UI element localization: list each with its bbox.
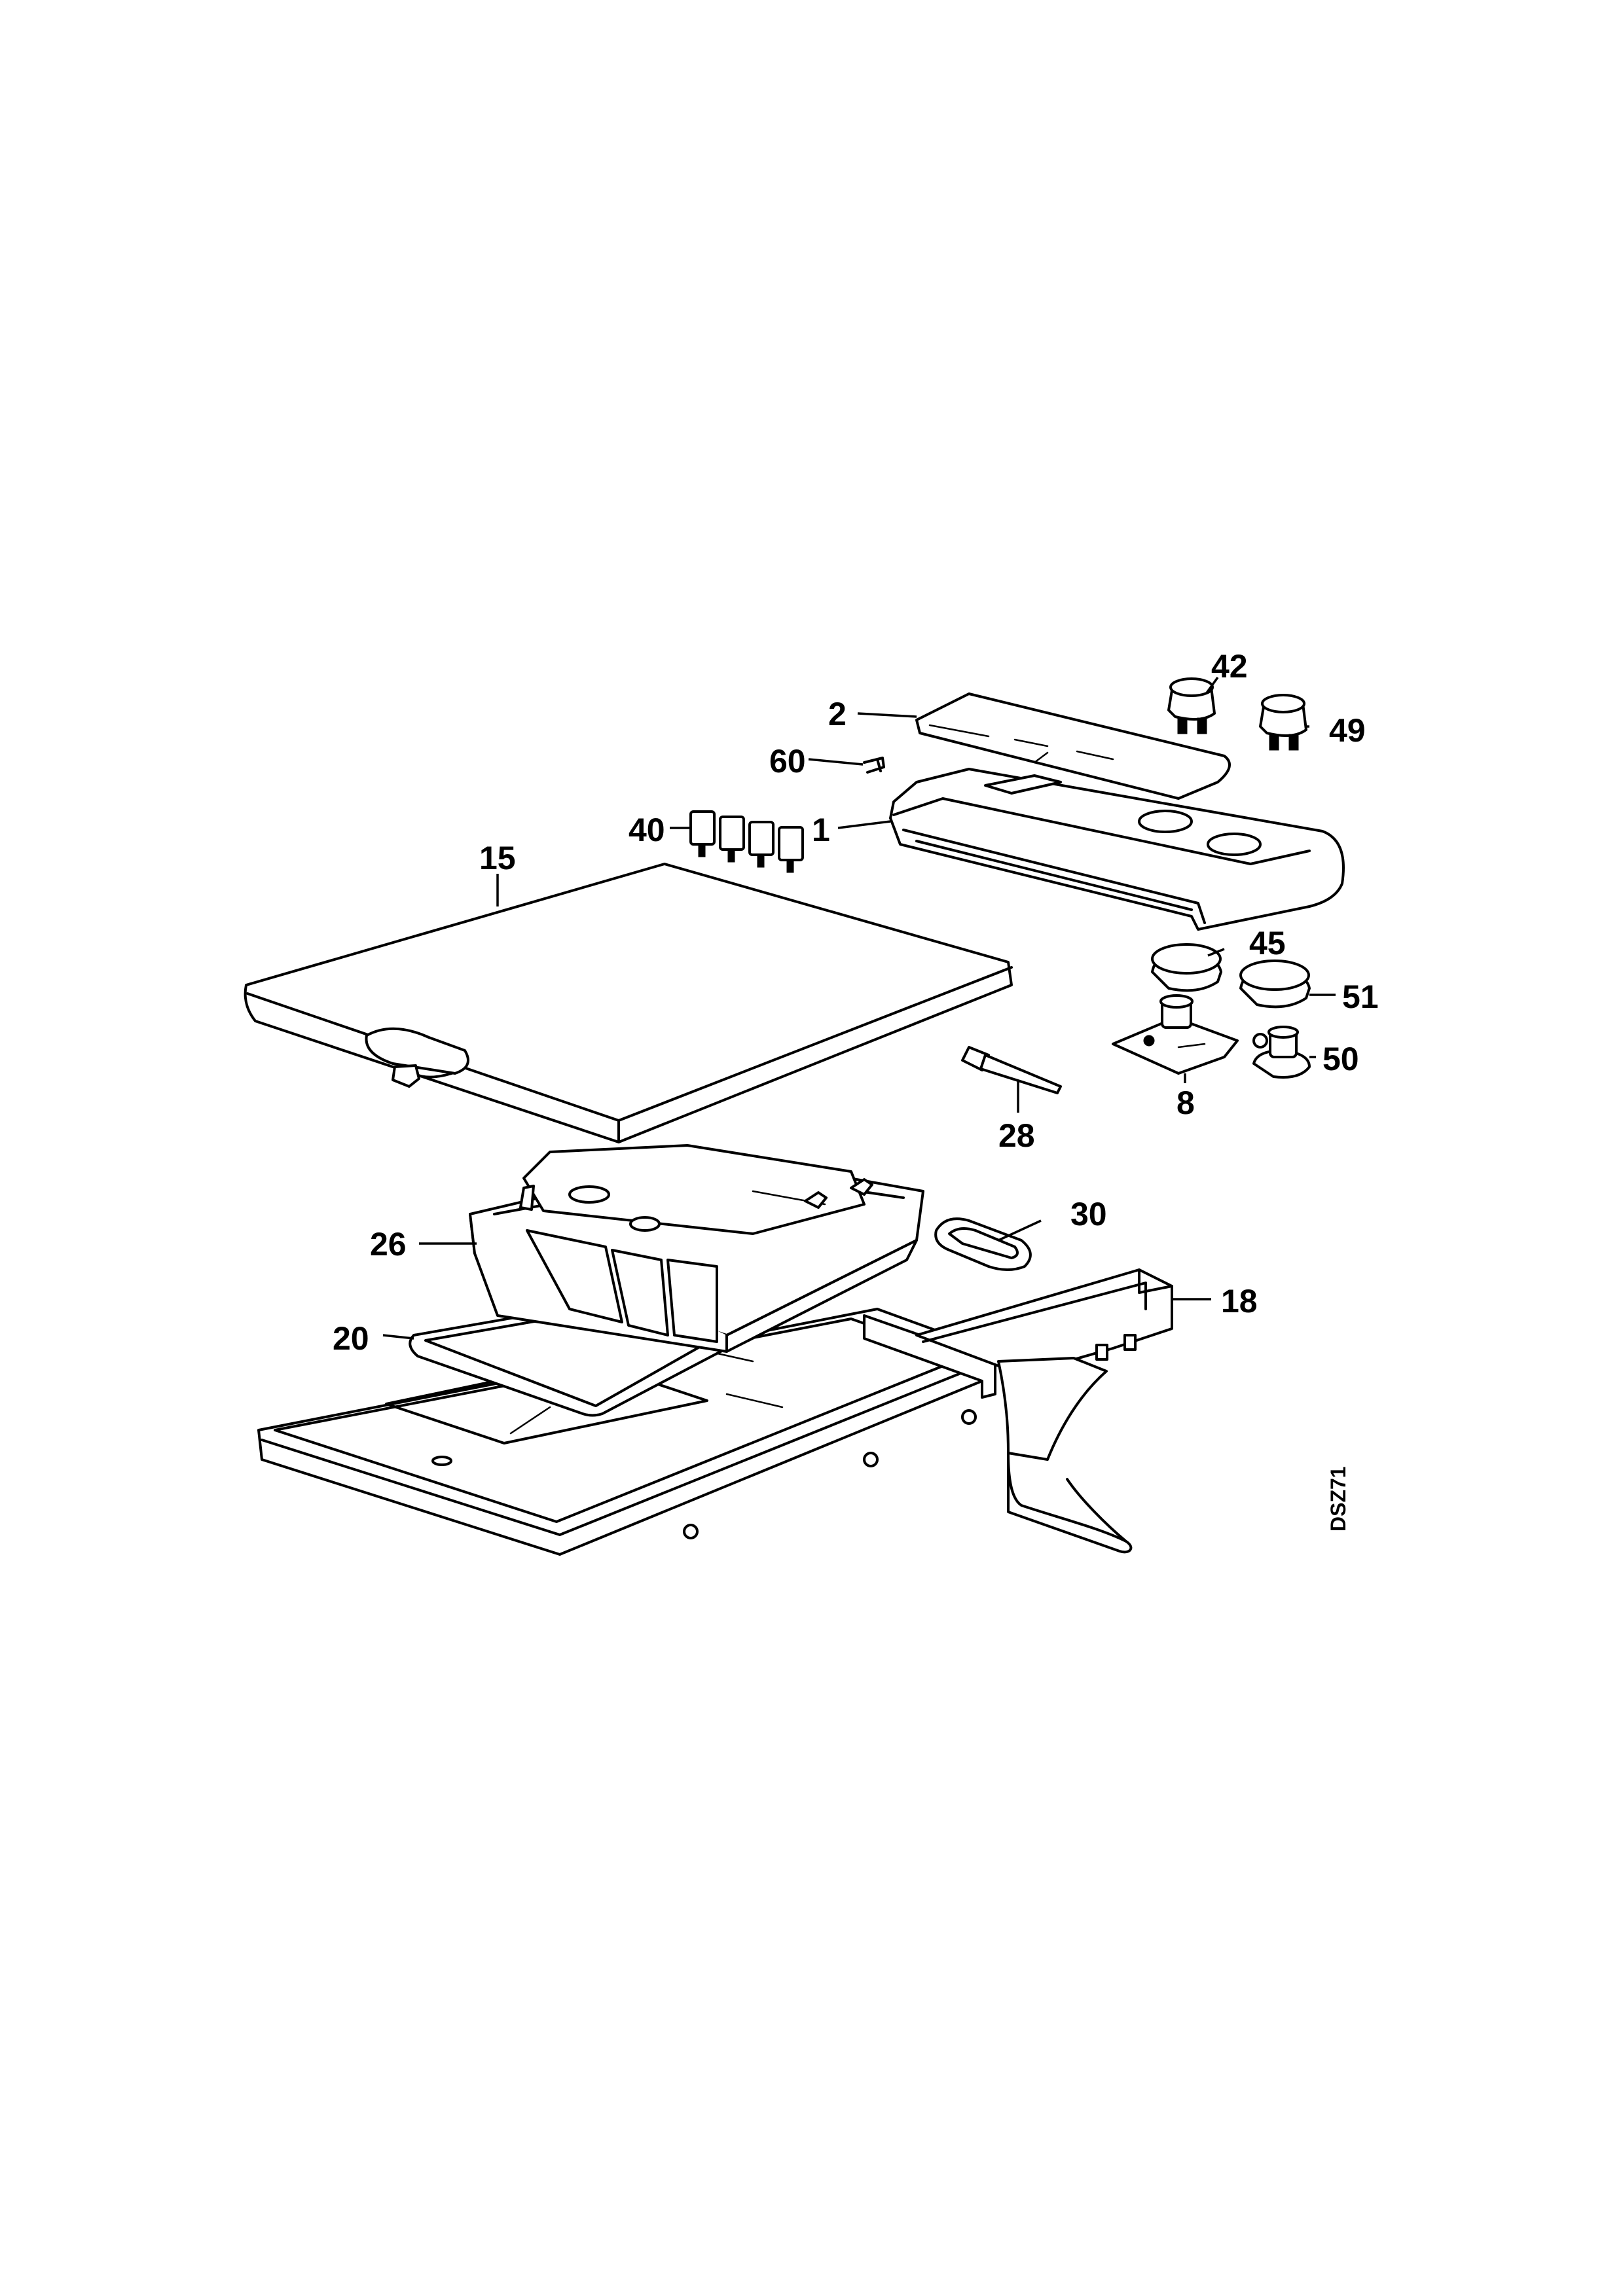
- leader-lines: [382, 676, 1336, 1340]
- part-42-knob: [1167, 677, 1216, 734]
- part-49-knob: [1259, 694, 1307, 751]
- part-50-potentiometer: [1252, 1026, 1311, 1079]
- callout-28: 28: [998, 1117, 1035, 1154]
- part-18-rear-bracket: [863, 1268, 1173, 1554]
- callout-26: 26: [370, 1226, 407, 1263]
- callout-8: 8: [1176, 1085, 1195, 1121]
- part-26-dispenser: [469, 1144, 924, 1353]
- callout-1: 1: [812, 812, 830, 848]
- part-8-plate: [1112, 994, 1239, 1075]
- callout-30: 30: [1070, 1196, 1107, 1232]
- callout-60: 60: [769, 743, 806, 780]
- callout-45: 45: [1249, 925, 1286, 961]
- callout-18: 18: [1221, 1283, 1258, 1319]
- part-30-grommet: [934, 1217, 1032, 1271]
- drawing-code: DSZ71: [1326, 1466, 1350, 1532]
- callout-42: 42: [1211, 648, 1248, 685]
- part-15-lid: [244, 863, 1013, 1143]
- callout-51: 51: [1342, 978, 1379, 1015]
- callout-50: 50: [1322, 1041, 1359, 1077]
- callout-49: 49: [1329, 712, 1366, 749]
- part-45-cap: [1151, 943, 1222, 992]
- callout-2: 2: [828, 696, 847, 732]
- part-51-cap: [1239, 960, 1311, 1009]
- part-60-clip: [863, 757, 885, 774]
- callout-15: 15: [479, 840, 516, 876]
- part-40-buttons: [689, 810, 804, 873]
- part-1-control-panel: [889, 768, 1345, 931]
- part-28-pin: [961, 1046, 1062, 1094]
- callout-20: 20: [333, 1320, 369, 1357]
- callout-40: 40: [629, 812, 665, 848]
- part-2-panel-strip: [915, 692, 1231, 800]
- callout-labels: 42 2 49 60 40 1 15 45 51 50 8 28 30 26 1…: [333, 648, 1379, 1532]
